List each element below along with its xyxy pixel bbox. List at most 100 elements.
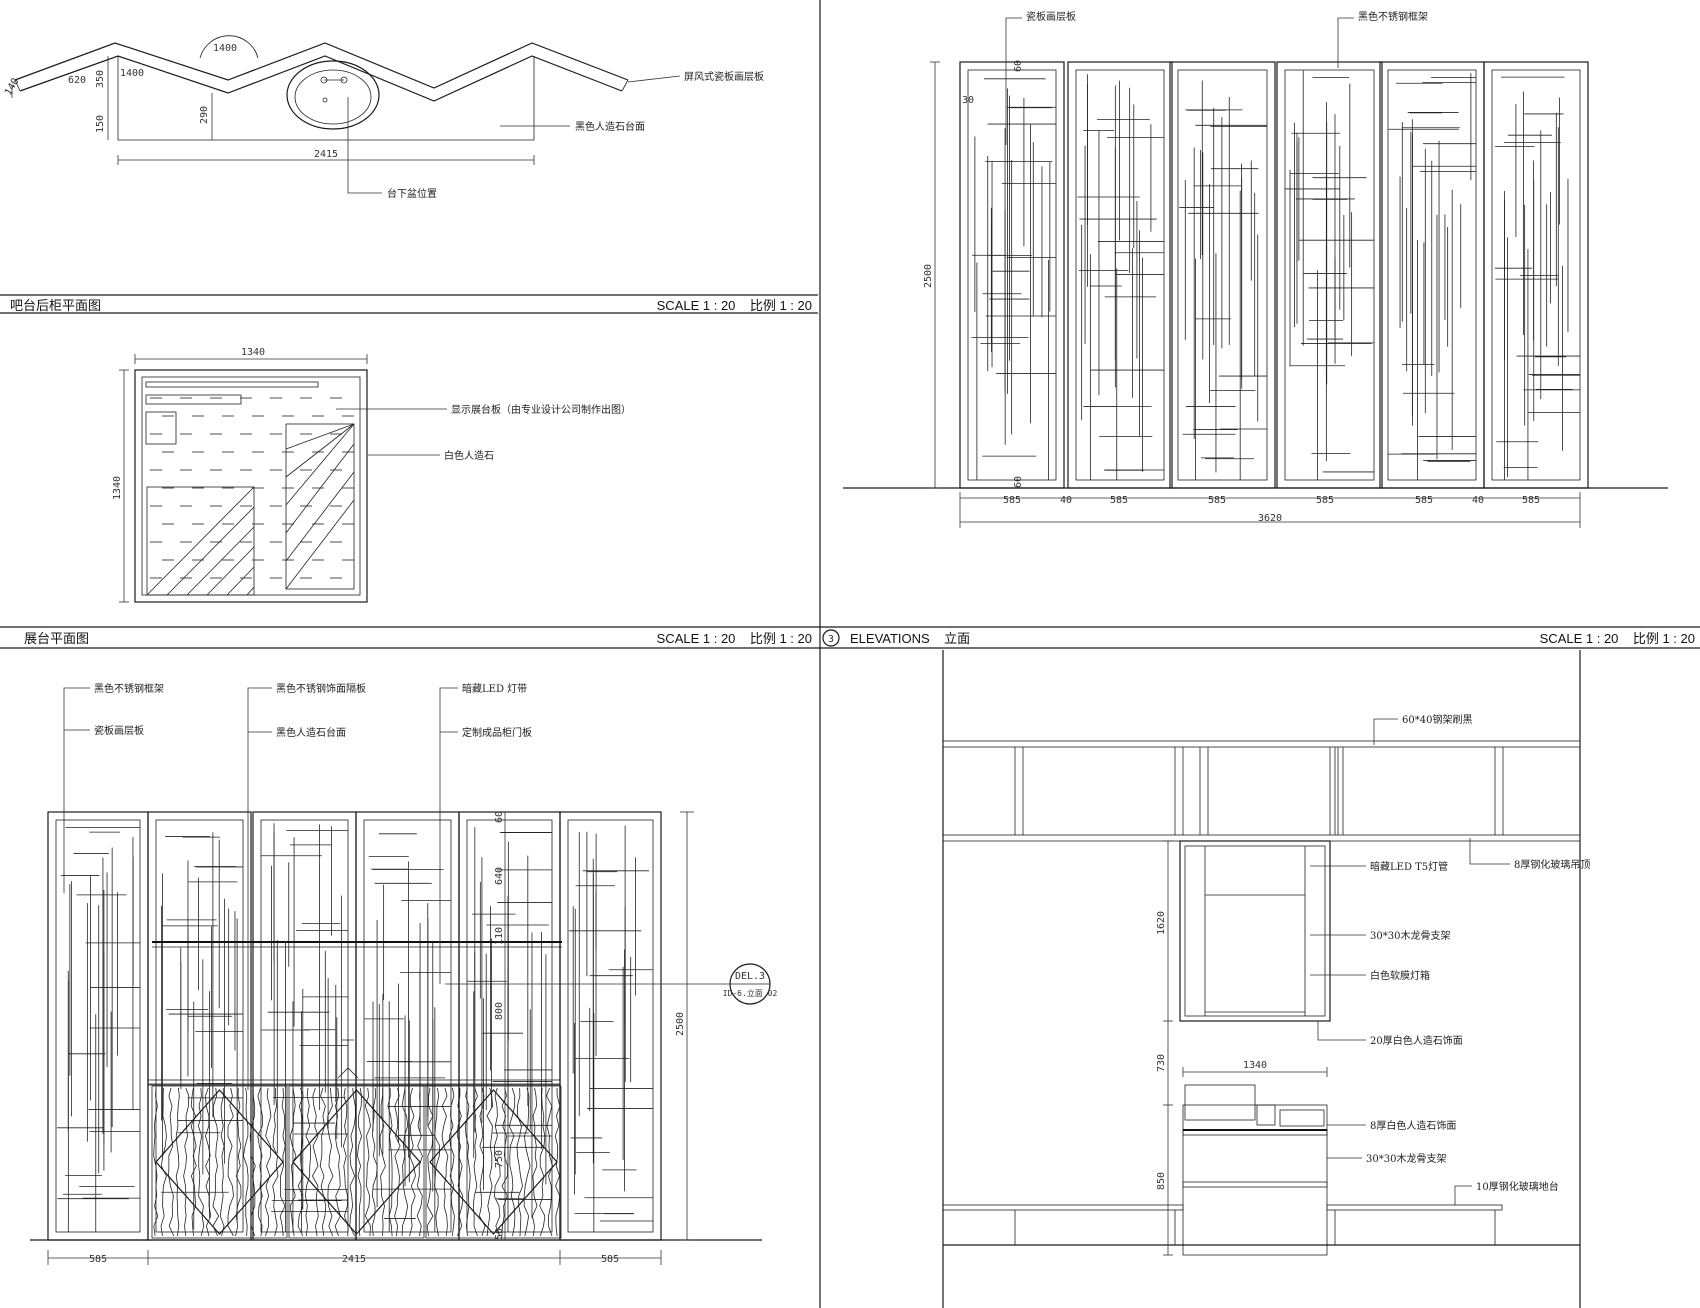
scale-display-plan: SCALE 1 : 20 比例 1 : 20	[657, 631, 812, 646]
label-soft-film-lightbox: 白色软膜灯箱	[1370, 969, 1430, 982]
elevation-screens	[843, 61, 1668, 528]
label-display-board: 显示展台板（由专业设计公司制作出图）	[451, 403, 631, 416]
bar-elevation-dims: 585 2415 585 2500 60 640 110 800 750 50 …	[89, 811, 777, 1265]
dim-1340-depth: 1340	[112, 476, 123, 500]
dim-290: 290	[199, 106, 210, 124]
wood-grain-line	[546, 1087, 553, 1237]
screen-panels-top	[959, 61, 1589, 489]
cabinet-door-panel	[425, 1085, 562, 1239]
display-elevation-dims: 1620 730 850 1340	[1156, 911, 1267, 1190]
wood-grain-line	[486, 1087, 494, 1237]
cabinet-doors	[151, 1085, 562, 1239]
label-20mm-white-stone: 20厚白色人造石饰面	[1370, 1034, 1463, 1047]
dim-2500-bar: 2500	[675, 1012, 686, 1036]
wood-grain-line	[441, 1087, 449, 1237]
scale-elevations: SCALE 1 : 20 比例 1 : 20	[1540, 631, 1695, 646]
label-black-steel-frame: 黑色不锈钢框架	[1358, 10, 1428, 23]
wood-grain-line	[371, 1087, 378, 1237]
dim-40-b: 40	[1472, 495, 1484, 506]
glass-hatch	[285, 443, 355, 534]
label-8mm-white-stone: 8厚白色人造石饰面	[1370, 1119, 1456, 1132]
wood-grain-line	[204, 1087, 212, 1237]
scale-bar-plan: SCALE 1 : 20 比例 1 : 20	[657, 298, 812, 313]
wood-grain-line	[394, 1087, 401, 1237]
wood-grain-line	[305, 1087, 312, 1237]
steel-frame-columns	[1014, 747, 1504, 835]
screen-inner-frame	[967, 69, 1057, 481]
dim-800-bar: 800	[494, 1002, 505, 1020]
wood-grain-line	[257, 1087, 263, 1237]
screen-inner-frame	[260, 819, 349, 1233]
screen-inner-frame	[55, 819, 141, 1233]
label-led-t5: 暗藏LED T5灯管	[1370, 860, 1448, 873]
wood-grain-line	[464, 1087, 471, 1237]
stone-texture-dashes	[146, 397, 355, 596]
dim-585-a: 585	[1003, 495, 1021, 506]
wood-grain-line	[242, 1087, 249, 1237]
display-plan-dims: 1340 1340	[112, 347, 265, 500]
dim-110-bar: 110	[494, 927, 505, 945]
cabinet-door-panel	[151, 1085, 288, 1239]
glass-hatch	[206, 546, 255, 596]
dim-750-bar: 750	[494, 1150, 505, 1168]
dim-850: 850	[1156, 1172, 1167, 1190]
wood-grain-line	[249, 1087, 256, 1237]
screen-outer-frame	[1067, 61, 1173, 489]
glass-hatch	[226, 566, 255, 596]
glass-hatch	[186, 526, 255, 596]
wood-grain-line	[334, 1087, 341, 1237]
wood-grain-line	[297, 1087, 304, 1237]
wood-grain-line	[356, 1087, 362, 1237]
bar-elevation-leaders: 黑色不锈钢框架 瓷板画层板 黑色不锈钢饰面隔板 黑色人造石台面 暗藏LED 灯带…	[63, 682, 532, 1090]
label-custom-cabinet-door: 定制成品柜门板	[462, 726, 532, 739]
dim-350: 350	[95, 70, 106, 88]
label-porcelain-shelf-bar: 瓷板画层板	[94, 724, 144, 737]
display-plan-drawing	[119, 354, 368, 603]
label-black-steel-frame-bar: 黑色不锈钢框架	[94, 682, 164, 695]
screen-outer-frame	[1169, 61, 1276, 489]
screen-inner-frame	[1177, 69, 1268, 481]
wood-grain-line	[264, 1087, 272, 1237]
dim-3620: 3620	[1258, 513, 1282, 524]
label-screen-porcelain-shelf: 屏风式瓷板画层板	[684, 70, 764, 83]
dim-1400-top: 1400	[213, 43, 237, 54]
callout-reference: ID-6.立面 02	[723, 988, 778, 998]
dim-1340-elev: 1340	[1243, 1060, 1267, 1071]
wood-grain-line	[401, 1087, 409, 1237]
wood-grain-line	[342, 1087, 349, 1237]
glass-hatch	[285, 423, 355, 506]
screen-outer-frame	[1276, 61, 1383, 489]
wood-grain-line	[531, 1087, 538, 1237]
dim-2500-top: 2500	[923, 264, 934, 288]
wood-grain-line	[539, 1087, 546, 1237]
wood-grain-line	[227, 1087, 234, 1237]
wood-grain-line	[434, 1087, 441, 1237]
screen-inner-frame	[1075, 69, 1165, 481]
wood-grain-line	[279, 1087, 286, 1237]
dim-585-b: 585	[1110, 495, 1128, 506]
screen-inner-frame	[155, 819, 244, 1233]
wood-grain-line	[416, 1087, 423, 1237]
label-undermount-basin: 台下盆位置	[387, 187, 437, 200]
elevation-number-circle	[822, 629, 840, 647]
wood-grain-line	[168, 1087, 175, 1237]
wood-grain-line	[364, 1087, 372, 1237]
dim-60-top: 60	[1013, 60, 1024, 72]
glass-hatch	[285, 423, 355, 478]
dim-150: 150	[95, 115, 106, 133]
glass-hatch	[166, 506, 255, 596]
dim-730: 730	[1156, 1054, 1167, 1072]
dim-40-a: 40	[1060, 495, 1072, 506]
label-glass-ceiling: 8厚钢化玻璃吊顶	[1514, 858, 1590, 871]
wood-grain-line	[183, 1087, 190, 1237]
elevation-top-leaders: 瓷板画层板 黑色不锈钢框架	[1005, 10, 1428, 145]
dim-640-bar: 640	[494, 867, 505, 885]
wood-grain-line	[516, 1087, 523, 1237]
label-porcelain-shelf: 瓷板画层板	[1026, 10, 1076, 23]
wood-grain-line	[493, 1087, 501, 1237]
wood-grain-line	[311, 1087, 319, 1237]
callout-del3: DEL.3	[735, 971, 765, 982]
wood-grain-line	[319, 1087, 327, 1237]
